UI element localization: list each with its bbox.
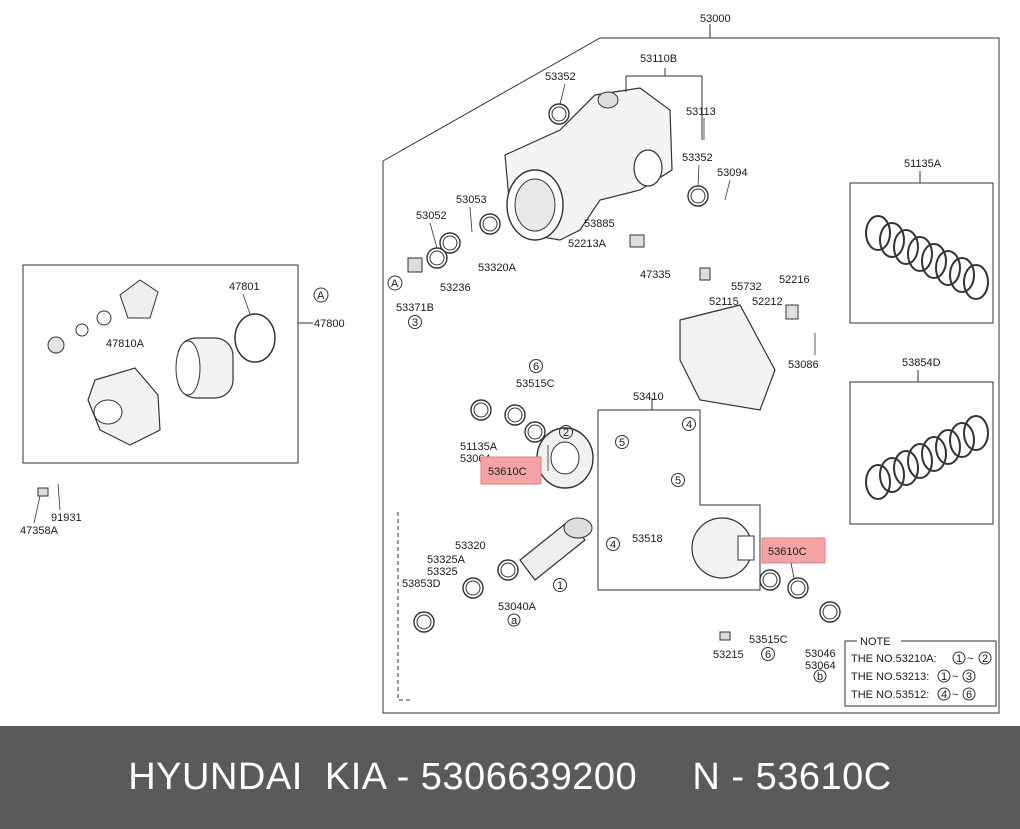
svg-text:b: b [817,671,823,683]
parts-diagram: 53000 53110B 47800 A A [20,13,1000,714]
highlight-53610c-left[interactable]: 53610C [480,456,542,485]
callout-label: 53518 [632,533,663,545]
shim-pack-a [865,415,989,500]
callout-label: 47358A [20,525,59,537]
callout-label: 91931 [51,512,82,524]
note-line-3: THE NO.53512: [851,689,929,701]
callout-label: 47810A [106,338,145,350]
differential-housing [504,87,673,241]
callout-label: 51135A [904,158,942,170]
svg-text:~: ~ [967,653,973,665]
callout-label: 52216 [779,274,810,286]
callout-label: 47335 [640,269,671,281]
note-line-2: THE NO.53213: [851,671,929,683]
differential-case [691,517,755,579]
svg-text:4: 4 [941,689,947,701]
transfer-case-cover [87,367,161,446]
note-line-1: THE NO.53210A: [851,653,937,665]
callout-label: 52115 [709,296,739,308]
callout-label: 53320A [478,262,517,274]
callout-labels: 53352 53113 53352 53094 53053 53052 5388… [20,71,942,672]
letter-badge-a: a [507,613,521,627]
circled-num: 6 [533,361,539,373]
note-title: NOTE [860,636,891,648]
svg-text:a: a [511,615,518,627]
callout-label: 52212 [752,296,783,308]
callout-label: 53053 [456,194,487,206]
circled-num: 1 [557,580,563,592]
circled-num: 5 [619,437,625,449]
letter-badge-b: b [813,669,827,683]
assembly-frame [382,37,1000,714]
callout-label: 53410 [633,391,664,403]
label-housing: 53110B [640,53,677,65]
callout-label: 53052 [416,210,447,222]
callout-label: 51135A [460,441,498,453]
label-left-assembly: 47800 [314,318,345,330]
circled-num: 5 [675,475,681,487]
svg-text:~: ~ [952,689,958,701]
shim-pack-frame-b [849,182,994,324]
callout-label: 53325 [427,566,458,578]
callout-label: 53086 [788,359,819,371]
callout-label: 53885 [584,218,615,230]
circled-num: 4 [610,539,616,551]
note-box: NOTE THE NO.53210A: 1 ~ 2 THE NO.53213: … [844,634,997,707]
circled-num: 3 [412,317,418,329]
svg-text:~: ~ [952,671,958,683]
ring-gear [536,427,594,489]
callout-label: 47801 [229,281,260,293]
callout-label: 53515C [749,634,788,646]
circled-num: 2 [563,427,569,439]
svg-text:53610C: 53610C [488,466,527,478]
diff-case-frame [597,409,761,591]
callout-label: 53352 [682,152,713,164]
callout-label: 53325A [427,554,466,566]
callout-label: 53352 [545,71,576,83]
svg-text:53610C: 53610C [768,546,807,558]
svg-text:3: 3 [966,671,972,683]
shim-pack-b [865,215,989,300]
svg-text:1: 1 [956,653,962,665]
callout-label: 53113 [686,106,716,118]
callout-label: 53040A [498,601,537,613]
left-assembly-frame [22,264,299,464]
circled-num: 6 [765,649,771,661]
highlight-53610c-right[interactable]: 53610C [761,537,826,564]
callout-label: 52213A [568,238,607,250]
rear-cover [679,304,776,411]
footer-part-text: HYUNDAI KIA - 5306639200 N - 53610C [128,756,892,798]
callout-label: 53215 [713,649,744,661]
callout-label: 55732 [731,281,762,293]
svg-text:6: 6 [966,689,972,701]
callout-label: 53094 [717,167,748,179]
circled-numbers: 3 6 2 5 4 5 6 1 4 [408,315,775,661]
callout-label: 53853D [402,578,441,590]
callout-label: 53064 [805,660,836,672]
callout-label: 53320 [455,540,486,552]
oring-47801 [234,313,276,363]
callout-a-2: A [391,278,399,290]
sleeve [175,337,234,399]
callout-label: 53236 [440,282,471,294]
callout-label: 53515C [516,378,555,390]
label-assembly: 53000 [700,13,731,25]
callout-label: 53371B [396,302,434,314]
footer-banner: HYUNDAI KIA - 5306639200 N - 53610C [0,726,1020,829]
leader-lines [33,83,816,579]
circled-num: 4 [686,419,692,431]
callout-label: 53854D [902,357,941,369]
output-yoke [119,279,159,319]
drive-pinion [519,517,593,581]
callout-a: A [317,290,325,302]
svg-text:2: 2 [982,653,988,665]
callout-label: 53046 [805,648,836,660]
svg-text:1: 1 [941,671,947,683]
shim-pack-frame-a [849,381,994,525]
